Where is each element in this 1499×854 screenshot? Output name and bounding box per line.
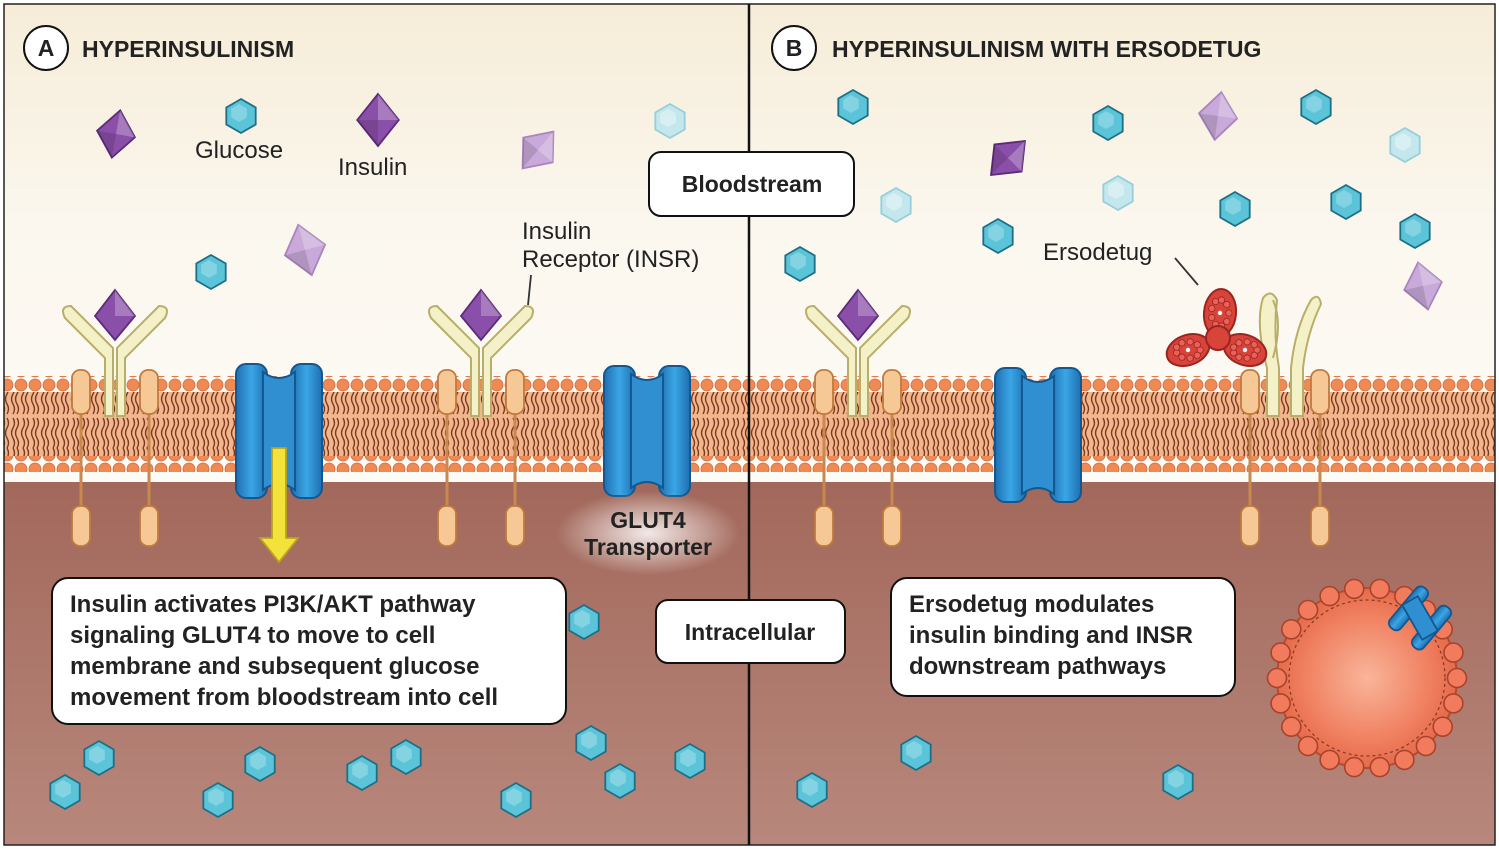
- bound-insulin-icon: [836, 288, 880, 342]
- glucose-hexagon-icon: [1219, 190, 1251, 228]
- ersodetug-label-leader: [1174, 257, 1199, 286]
- panel-a-description-line2: signaling GLUT4 to move to cell: [70, 622, 435, 649]
- insulin-receptor-icon: [805, 288, 911, 547]
- glucose-hexagon-icon: [1162, 763, 1194, 801]
- bound-insulin-icon: [459, 288, 503, 342]
- glucose-hexagon-icon: [654, 102, 686, 140]
- panel-b-letter: B: [786, 35, 803, 61]
- bound-insulin-icon: [93, 288, 137, 342]
- intracellular-box: Intracellular: [655, 599, 846, 664]
- glucose-hexagon-icon: [225, 97, 257, 135]
- intracellular-label: Intracellular: [685, 619, 815, 645]
- insulin-diamond-icon: [521, 130, 555, 170]
- insulin-diamond-icon: [1403, 261, 1443, 311]
- insulin-label: Insulin: [338, 154, 407, 181]
- panel-b-header: B HYPERINSULINISM WITH ERSODETUG: [771, 25, 1261, 71]
- glucose-hexagon-icon: [195, 253, 227, 291]
- glucose-hexagon-icon: [900, 734, 932, 772]
- glucose-hexagon-icon: [1102, 174, 1134, 212]
- blocked-insulin-receptor-icon: [1240, 292, 1330, 547]
- glucose-hexagon-icon: [837, 88, 869, 126]
- glucose-hexagon-icon: [982, 217, 1014, 255]
- panel-b-description-line2: insulin binding and INSR: [909, 622, 1193, 649]
- insulin-diamond-icon: [283, 223, 327, 277]
- panel-b-title: HYPERINSULINISM WITH ERSODETUG: [832, 36, 1261, 62]
- glucose-hexagon-icon: [1300, 88, 1332, 126]
- panel-a-header: A HYPERINSULINISM: [23, 25, 294, 71]
- glut4-label-glow: [556, 491, 740, 575]
- glucose-hexagon-icon: [49, 773, 81, 811]
- bloodstream-label: Bloodstream: [682, 171, 823, 197]
- receptor-label-line1: Insulin: [522, 218, 591, 245]
- glucose-hexagon-icon: [1389, 126, 1421, 164]
- glucose-hexagon-icon: [390, 738, 422, 776]
- glut4-vesicle-icon: [1266, 578, 1468, 778]
- glut4-channel-icon: [235, 363, 324, 499]
- panel-b-description-line1: Ersodetug modulates: [909, 591, 1154, 618]
- receptor-label-line2: Receptor (INSR): [522, 246, 699, 273]
- glucose-label: Glucose: [195, 137, 283, 164]
- glucose-hexagon-icon: [83, 739, 115, 777]
- panel-a-description-line3: membrane and subsequent glucose: [70, 653, 479, 680]
- glut4-label-line1: GLUT4: [610, 507, 686, 533]
- glucose-hexagon-icon: [244, 745, 276, 783]
- insulin-receptor-icon: [62, 288, 168, 547]
- glucose-hexagon-icon: [796, 771, 828, 809]
- panel-a-description-line4: movement from bloodstream into cell: [70, 684, 498, 711]
- panel-b-description-box: Ersodetug modulates insulin binding and …: [890, 577, 1236, 697]
- panel-b-letter-badge: [771, 25, 817, 71]
- glucose-hexagon-icon: [880, 186, 912, 224]
- glucose-hexagon-icon: [346, 754, 378, 792]
- insulin-diamond-icon: [95, 108, 137, 160]
- glucose-hexagon-icon: [575, 724, 607, 762]
- glucose-hexagon-icon: [202, 781, 234, 819]
- glut4-channel-icon: [603, 365, 691, 497]
- glucose-hexagon-icon: [500, 781, 532, 819]
- glut4-label-line2: Transporter: [584, 534, 712, 560]
- bloodstream-box: Bloodstream: [648, 151, 855, 217]
- glucose-hexagon-icon: [604, 762, 636, 800]
- panel-b-description-line3: downstream pathways: [909, 653, 1166, 680]
- glucose-transport-arrow-icon: [258, 447, 300, 564]
- panel-a-description-box: Insulin activates PI3K/AKT pathway signa…: [51, 577, 567, 725]
- glucose-hexagon-icon: [674, 742, 706, 780]
- receptor-label-leader: [527, 274, 532, 306]
- panel-a-title: HYPERINSULINISM: [82, 36, 294, 62]
- glucose-hexagon-icon: [1092, 104, 1124, 142]
- glut4-channel-icon: [994, 367, 1083, 503]
- insulin-diamond-icon: [356, 92, 400, 148]
- glucose-hexagon-icon: [568, 603, 600, 641]
- panel-a-letter-badge: [23, 25, 69, 71]
- ersodetug-antibody-icon: [1165, 288, 1268, 367]
- panel-a-description-line1: Insulin activates PI3K/AKT pathway: [70, 591, 476, 618]
- glucose-hexagon-icon: [784, 245, 816, 283]
- ersodetug-label: Ersodetug: [1043, 239, 1152, 266]
- insulin-receptor-icon: [428, 288, 534, 547]
- panel-a-letter: A: [38, 35, 55, 61]
- glucose-hexagon-icon: [1330, 183, 1362, 221]
- insulin-diamond-icon: [1197, 90, 1239, 142]
- glucose-hexagon-icon: [1399, 212, 1431, 250]
- insulin-diamond-icon: [990, 140, 1026, 176]
